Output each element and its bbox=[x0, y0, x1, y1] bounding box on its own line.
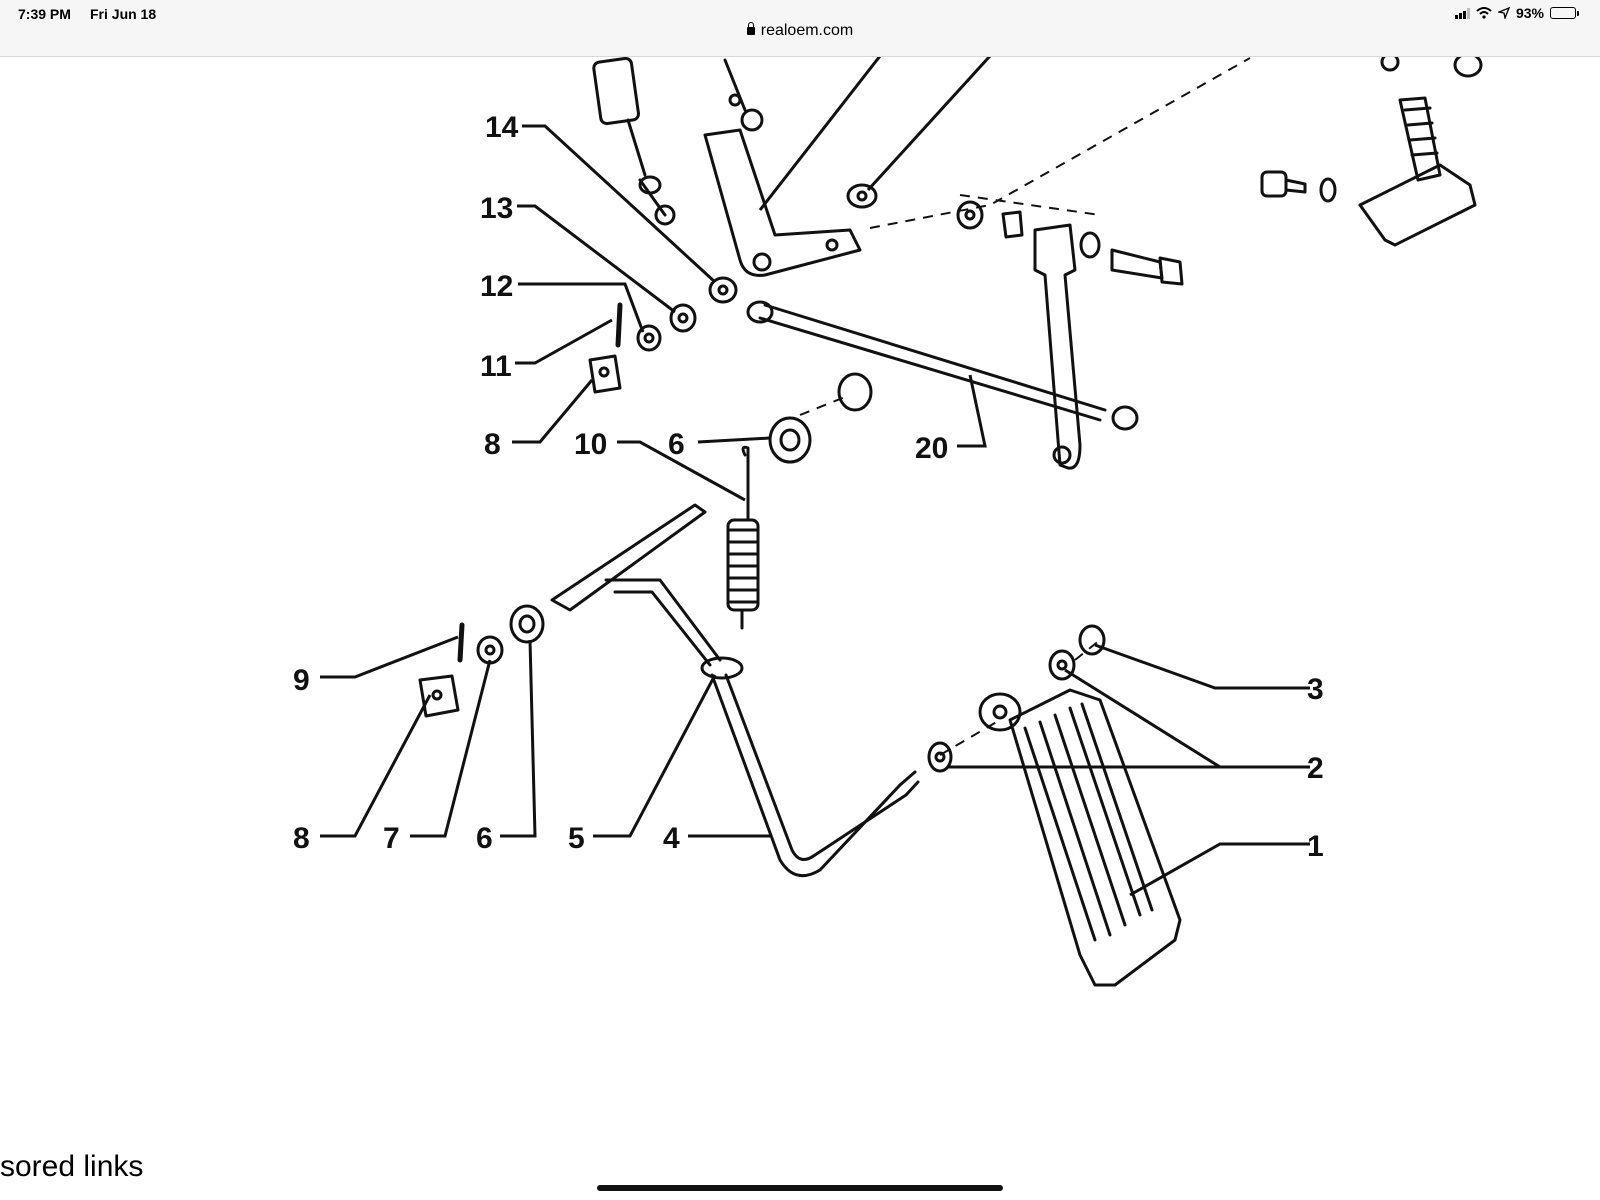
bushing-sleeve bbox=[837, 372, 873, 412]
lock-icon bbox=[746, 22, 755, 35]
washer-upper-2 bbox=[1079, 231, 1101, 259]
callout-12: 12 bbox=[480, 270, 513, 303]
bracket-lever bbox=[703, 128, 862, 277]
return-spring bbox=[726, 445, 760, 630]
washer-12 bbox=[636, 324, 662, 352]
link-rod-upper bbox=[723, 58, 764, 132]
callout-8-upper: 8 bbox=[484, 428, 501, 461]
home-indicator[interactable] bbox=[597, 1185, 1003, 1191]
url-text[interactable]: realoem.com bbox=[760, 22, 854, 39]
bushing-upper bbox=[768, 416, 812, 464]
pedal-shaft bbox=[550, 503, 920, 878]
nut-upper bbox=[846, 183, 878, 209]
location-arrow-icon bbox=[1497, 7, 1510, 19]
status-time: 7:39 PM bbox=[18, 6, 71, 22]
callout-6-upper: 6 bbox=[668, 428, 685, 461]
washer-2b bbox=[1048, 649, 1076, 681]
parts-diagram: 14 13 12 11 8 10 6 20 9 8 7 6 5 4 3 2 1 bbox=[293, 57, 1483, 987]
callout-10: 10 bbox=[574, 428, 607, 461]
callout-5: 5 bbox=[568, 822, 585, 855]
status-bar: 7:39 PM Fri Jun 18 realoem.com 93% bbox=[0, 0, 1600, 57]
clip-8-upper bbox=[588, 354, 622, 394]
clip-upper bbox=[1001, 210, 1024, 239]
callout-4: 4 bbox=[663, 822, 680, 855]
callout-3: 3 bbox=[1307, 673, 1324, 706]
callout-13: 13 bbox=[480, 192, 513, 225]
bushing-6-lower bbox=[509, 604, 545, 644]
callout-6-lower: 6 bbox=[476, 822, 493, 855]
callout-14: 14 bbox=[485, 111, 519, 144]
pivot-rod bbox=[746, 300, 1139, 431]
washer-3 bbox=[1078, 624, 1106, 656]
sponsored-links-label: sored links bbox=[0, 1150, 144, 1183]
pin-9 bbox=[457, 622, 465, 663]
battery-percent: 93% bbox=[1515, 5, 1544, 21]
damper-rod bbox=[592, 57, 676, 226]
status-indicators: 93% bbox=[1454, 5, 1579, 21]
clip-8-lower bbox=[418, 674, 460, 718]
wifi-icon bbox=[1476, 7, 1492, 19]
callout-1: 1 bbox=[1307, 830, 1324, 863]
pin-11 bbox=[615, 302, 623, 348]
accelerator-pedal bbox=[978, 688, 1182, 987]
cellular-signal-icon bbox=[1454, 7, 1470, 19]
battery-icon bbox=[1550, 7, 1579, 19]
status-date: Fri Jun 18 bbox=[90, 6, 157, 22]
pedal-lever-arm bbox=[1033, 223, 1082, 470]
hex-bolt bbox=[1110, 248, 1184, 286]
callout-8-lower: 8 bbox=[293, 822, 310, 855]
address-bar[interactable]: realoem.com bbox=[0, 22, 1600, 40]
small-bolt-right bbox=[1260, 170, 1337, 203]
washer-13 bbox=[669, 303, 697, 333]
callout-9: 9 bbox=[293, 664, 310, 697]
washer-7 bbox=[476, 635, 504, 665]
washer-2a bbox=[927, 741, 953, 773]
callout-20: 20 bbox=[915, 432, 948, 465]
callout-7: 7 bbox=[383, 822, 400, 855]
callout-2: 2 bbox=[1307, 752, 1324, 785]
ball-joint bbox=[708, 276, 738, 304]
callout-11: 11 bbox=[480, 350, 512, 383]
right-bracket bbox=[1358, 57, 1483, 247]
washer-upper-1 bbox=[956, 200, 984, 230]
